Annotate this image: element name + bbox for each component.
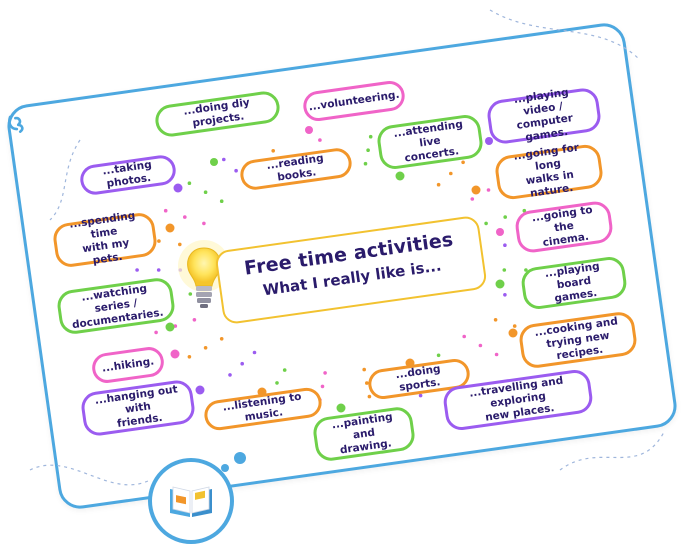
activity-label: ...hanging out with friends. <box>93 382 179 430</box>
activity-label: ...going for long walks in nature. <box>512 141 580 200</box>
activity-label: ...spending time with my pets. <box>68 209 136 267</box>
activity-label: ...painting and drawing. <box>330 410 394 456</box>
activity-pets: ...spending time with my pets. <box>51 209 159 269</box>
open-book-icon <box>170 486 212 517</box>
logo-icon <box>8 115 24 133</box>
activity-label: ...attending live concerts. <box>392 117 464 165</box>
activity-label: ...hiking. <box>101 354 155 375</box>
activity-walks: ...going for long walks in nature. <box>493 141 605 202</box>
activity-label: ...going to the cinema. <box>530 203 594 249</box>
activity-label: ...volunteering. <box>307 88 401 113</box>
book-badge <box>148 458 234 544</box>
